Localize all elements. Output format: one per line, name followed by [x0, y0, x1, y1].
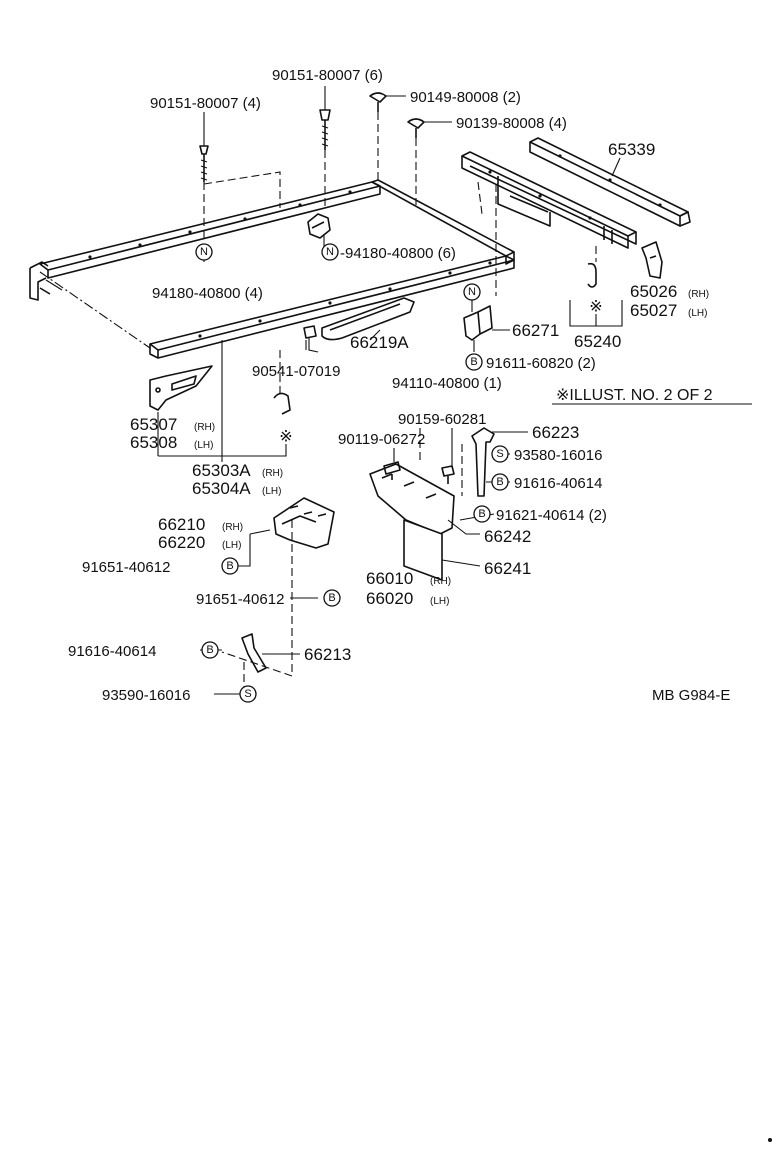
label-66241: 66241: [484, 559, 531, 578]
label-65027: 65027: [630, 301, 677, 320]
screw-90139-80008: [407, 118, 425, 138]
svg-text:B: B: [206, 644, 213, 656]
tag-65026-rh: (RH): [688, 289, 709, 300]
tag-66220-lh: (LH): [222, 540, 241, 551]
clip-90541: [303, 325, 319, 353]
label-91616-40614-b: 91616-40614: [68, 643, 156, 660]
marker-n-94180-4: N: [195, 243, 213, 261]
label-65307: 65307: [130, 415, 177, 434]
bracket-66223: [471, 427, 495, 497]
label-93580-16016: 93580-16016: [514, 447, 602, 464]
label-90139-80008: 90139-80008 (4): [456, 115, 567, 132]
svg-text:B: B: [328, 592, 335, 604]
label-65339: 65339: [608, 140, 655, 159]
marker-s-93590: S: [239, 685, 257, 703]
label-66010: 66010: [366, 569, 413, 588]
label-90151-80007-4: 90151-80007 (4): [150, 95, 261, 112]
part-labels: 90151-80007 (4) 90151-80007 (6) 90149-80…: [68, 67, 730, 704]
label-93590-16016: 93590-16016: [102, 687, 190, 704]
label-66271: 66271: [512, 321, 559, 340]
bracket-66271: [463, 305, 493, 341]
label-90149-80008: 90149-80008 (2): [410, 89, 521, 106]
tag-65027-lh: (LH): [688, 308, 707, 319]
star-marker-65240: ※: [589, 297, 602, 316]
svg-text:N: N: [468, 286, 476, 298]
marker-s-93580: S: [491, 445, 509, 463]
label-94180-40800-4: 94180-40800 (4): [152, 285, 263, 302]
figure-code: MB G984-E: [652, 687, 730, 704]
label-91621-40614: 91621-40614 (2): [496, 507, 607, 524]
label-91616-40614-a: 91616-40614: [514, 475, 602, 492]
hook-65307: [273, 392, 291, 415]
label-90151-80007-6: 90151-80007 (6): [272, 67, 383, 84]
label-65240: 65240: [574, 332, 621, 351]
label-90541-07019: 90541-07019: [252, 363, 340, 380]
label-66242: 66242: [484, 527, 531, 546]
label-65026: 65026: [630, 282, 677, 301]
label-66220: 66220: [158, 533, 205, 552]
label-66210: 66210: [158, 515, 205, 534]
illustration-note: ※ILLUST. NO. 2 OF 2: [556, 387, 713, 404]
label-66020: 66020: [366, 589, 413, 608]
label-94110-40800: 94110-40800 (1): [392, 375, 502, 392]
hook-65240: [587, 262, 597, 288]
marker-n-94180-6: N: [321, 243, 339, 261]
screw-90159: [441, 465, 455, 484]
tag-65303A-rh: (RH): [262, 468, 283, 479]
label-91651-40612-b: 91651-40612: [196, 591, 284, 608]
tag-65307-rh: (RH): [194, 422, 215, 433]
strip-66219A: [321, 297, 415, 341]
marker-b-91616-b: B: [201, 641, 219, 659]
tag-65308-lh: (LH): [194, 440, 213, 451]
screw-90119: [383, 461, 401, 480]
svg-text:B: B: [470, 356, 477, 368]
svg-text:N: N: [200, 246, 208, 258]
svg-text:N: N: [326, 246, 334, 258]
clip-nut-94180: [307, 213, 331, 239]
label-65303A: 65303A: [192, 461, 251, 480]
label-65304A: 65304A: [192, 479, 251, 498]
marker-b-91651-a: B: [221, 557, 239, 575]
bolt-90151-80007-6: [319, 109, 331, 150]
rail-holes: [88, 190, 352, 259]
svg-text:B: B: [478, 508, 485, 520]
svg-text:B: B: [226, 560, 233, 572]
marker-n-94110: N: [463, 283, 481, 301]
rail-65339: [529, 137, 691, 227]
star-marker-65307: ※: [279, 427, 292, 446]
screw-90149-80008: [369, 92, 387, 112]
bracket-65307: [149, 365, 213, 411]
bracket-66213: [241, 633, 267, 673]
mudflap-66010: [369, 463, 455, 581]
rear-rail-holes: [198, 261, 492, 338]
label-65308: 65308: [130, 433, 177, 452]
tag-66210-rh: (RH): [222, 522, 243, 533]
marker-b-91616-a: B: [491, 473, 509, 491]
bracket-65026: [641, 241, 663, 279]
tag-65304A-lh: (LH): [262, 486, 281, 497]
tag-66010-rh: (RH): [430, 576, 451, 587]
label-90159-60281: 90159-60281: [398, 411, 486, 428]
marker-b-91611: B: [465, 353, 483, 371]
svg-text:S: S: [496, 448, 503, 460]
svg-text:S: S: [244, 688, 251, 700]
cross-member-65240: [461, 151, 637, 249]
label-66213: 66213: [304, 645, 351, 664]
scan-dot: [768, 1138, 772, 1142]
label-94180-40800-6: -94180-40800 (6): [340, 245, 456, 262]
label-90119-06272: 90119-06272: [338, 431, 425, 448]
marker-b-91621: B: [473, 505, 491, 523]
marker-b-91651-b: B: [323, 589, 341, 607]
label-91651-40612-a: 91651-40612: [82, 559, 170, 576]
deck-frame: [29, 179, 515, 359]
tag-66020-lh: (LH): [430, 596, 449, 607]
bolt-90151-80007-4: [199, 145, 209, 182]
label-91611-60820: 91611-60820 (2): [486, 355, 596, 372]
svg-text:B: B: [496, 476, 503, 488]
label-66223: 66223: [532, 423, 579, 442]
flap-66210: [273, 497, 335, 549]
label-66219A: 66219A: [350, 333, 409, 352]
